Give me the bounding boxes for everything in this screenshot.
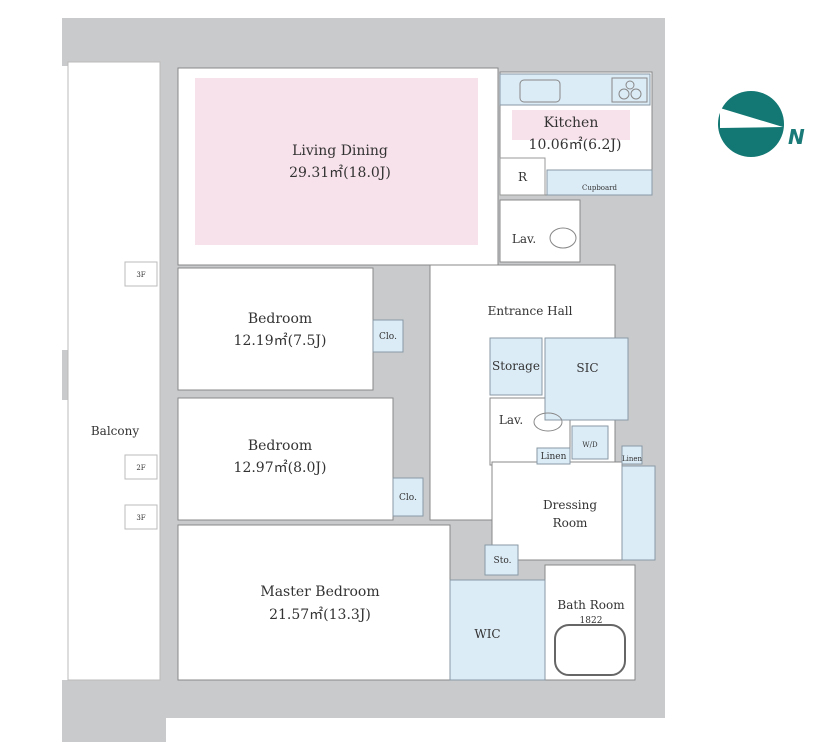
dressing-shelf: [621, 465, 656, 561]
sink-icon: [519, 79, 561, 103]
closet1-label: Clo.: [379, 332, 397, 342]
dressing-room: [491, 461, 623, 561]
wd-label: W/D: [582, 441, 598, 449]
floor-mark-1: 3F: [136, 271, 146, 279]
bathtub-icon: [554, 624, 626, 676]
master-bedroom-area: 21.57㎡(13.3J): [269, 607, 371, 623]
sic-label: SIC: [576, 361, 599, 375]
floor-mark-2: 2F: [136, 464, 146, 472]
floor-mark-3: 3F: [136, 514, 146, 522]
bedroom1-area: 12.19㎡(7.5J): [233, 333, 327, 349]
linen1-label: Linen: [540, 452, 567, 462]
bath-room-label: Bath Room: [557, 598, 625, 612]
bath-room-size: 1822: [579, 616, 603, 626]
north-compass-icon: [718, 91, 784, 157]
closet2-label: Clo.: [399, 493, 417, 503]
linen2-label: Linen: [621, 455, 643, 463]
bedroom2-room: [177, 397, 394, 521]
cupboard: [546, 169, 653, 196]
toilet-icon: [533, 412, 563, 432]
living-dining-label: Living Dining: [292, 143, 388, 159]
living-dining-area: 29.31㎡(18.0J): [289, 165, 391, 181]
lav-label: Lav.: [498, 413, 524, 427]
linen-1: [536, 447, 571, 465]
toilet-top-icon: [549, 227, 577, 249]
master-bedroom-room: [177, 524, 451, 681]
floor-marks: [124, 261, 158, 530]
stove-icon: [611, 77, 648, 103]
lav-top-room: [499, 199, 581, 263]
master-bedroom-label: Master Bedroom: [260, 584, 380, 600]
closet-2: [392, 477, 424, 517]
balcony-label: Balcony: [90, 424, 140, 438]
refrigerator-space: [499, 157, 546, 196]
kitchen-area: 10.06㎡(6.2J): [528, 137, 622, 153]
sto: [484, 544, 519, 576]
cupboard-label: Cupboard: [581, 184, 618, 192]
bedroom1-label: Bedroom: [247, 311, 313, 327]
wic-label: WIC: [474, 627, 501, 641]
north-label: N: [788, 125, 805, 149]
sic: [544, 337, 629, 421]
kitchen-label: Kitchen: [543, 115, 599, 131]
bedroom1-room: [177, 267, 374, 391]
dressing-room-label: Dressing Room: [542, 498, 598, 530]
lav-top-label: Lav.: [511, 232, 537, 246]
washer-dryer: [571, 425, 609, 460]
closet-1: [372, 319, 404, 353]
sto-label: Sto.: [493, 556, 512, 566]
entrance-hall-label: Entrance Hall: [487, 304, 573, 318]
wic: [449, 579, 546, 681]
storage: [489, 337, 543, 396]
kitchen-pink-area: [512, 110, 630, 140]
linen-2: [621, 445, 643, 465]
bedroom2-area: 12.97㎡(8.0J): [233, 460, 327, 476]
storage-label: Storage: [492, 359, 540, 373]
kitchen-counter: [499, 73, 651, 106]
balcony-area: [67, 61, 161, 681]
refrigerator-label: R: [517, 170, 528, 184]
bedroom2-label: Bedroom: [247, 438, 313, 454]
living-pink-area: [195, 78, 478, 245]
